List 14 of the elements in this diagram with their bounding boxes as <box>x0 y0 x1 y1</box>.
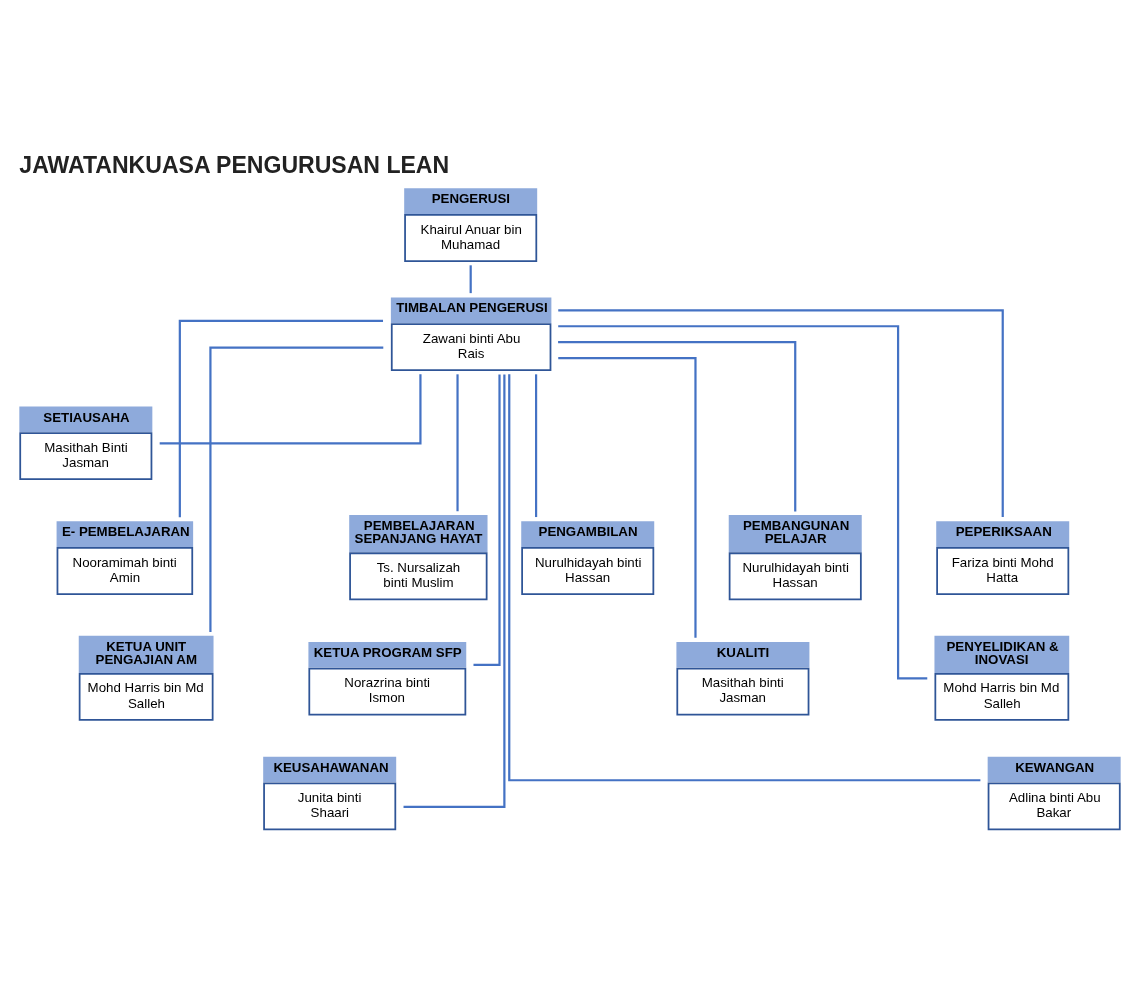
connector <box>558 341 797 512</box>
connector <box>508 374 981 782</box>
connector <box>178 319 383 518</box>
connector <box>456 374 459 512</box>
connector <box>558 357 697 638</box>
diagram-title: JAWATANKUASA PENGURUSAN LEAN <box>19 151 450 178</box>
connector <box>558 309 1004 518</box>
connector <box>558 325 928 680</box>
connector <box>473 374 501 667</box>
connector <box>209 346 384 632</box>
connector <box>159 374 422 445</box>
connector <box>469 265 472 294</box>
connector <box>534 374 538 518</box>
connector <box>403 374 506 808</box>
